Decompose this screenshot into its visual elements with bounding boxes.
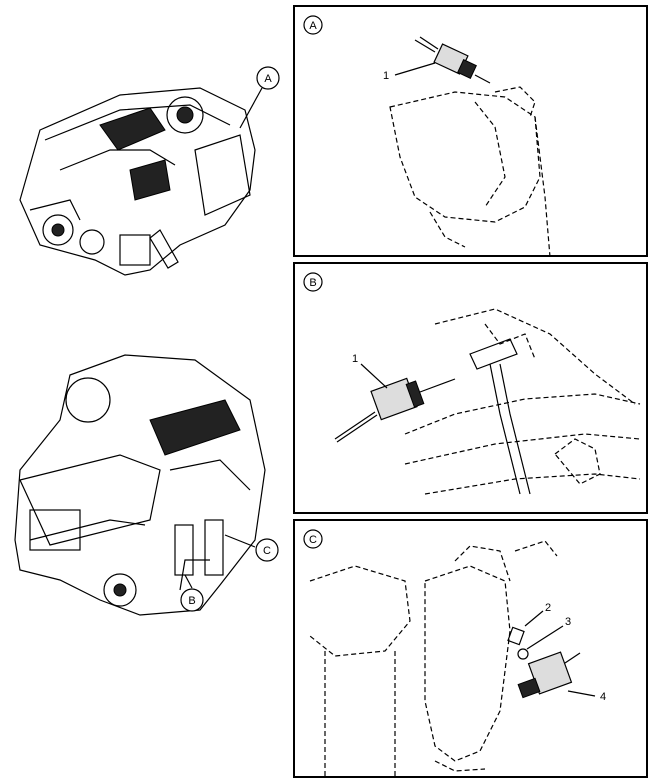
- svg-text:C: C: [263, 545, 271, 557]
- panel-c-label: C: [303, 529, 323, 549]
- detail-panel-c: C 2 3 4: [293, 519, 648, 778]
- svg-text:1: 1: [383, 70, 389, 82]
- panel-a-label: A: [303, 15, 323, 35]
- callout-a-top: A: [256, 66, 280, 90]
- svg-text:3: 3: [565, 616, 571, 628]
- svg-text:A: A: [309, 20, 317, 32]
- callout-b-bottom: B: [180, 574, 204, 612]
- pressure-sender-c: 4: [517, 651, 606, 703]
- part-3: 3: [517, 616, 571, 660]
- svg-text:B: B: [309, 277, 316, 289]
- svg-text:B: B: [188, 595, 195, 607]
- svg-text:A: A: [264, 73, 272, 85]
- svg-text:2: 2: [545, 602, 551, 614]
- pressure-sender-b: [334, 377, 456, 443]
- panel-c-drawing: C 2 3 4: [303, 529, 606, 776]
- pressure-sender-a: [414, 36, 491, 84]
- callout-c-bottom: C: [224, 534, 279, 562]
- svg-text:C: C: [309, 534, 317, 546]
- panel-b-label: B: [303, 272, 323, 292]
- callout-1-a: 1: [383, 62, 436, 82]
- part-2: 2: [507, 602, 551, 646]
- engine-view-top: [19, 87, 263, 276]
- detail-panel-a: A 1: [293, 5, 648, 257]
- svg-text:4: 4: [600, 691, 606, 703]
- svg-text:1: 1: [352, 353, 358, 365]
- panel-a-drawing: A 1: [303, 15, 551, 255]
- callout-1-b: 1: [352, 353, 388, 389]
- detail-panel-b: B 1: [293, 262, 648, 514]
- panel-b-drawing: B 1: [303, 272, 641, 495]
- engine-view-bottom: [14, 354, 266, 616]
